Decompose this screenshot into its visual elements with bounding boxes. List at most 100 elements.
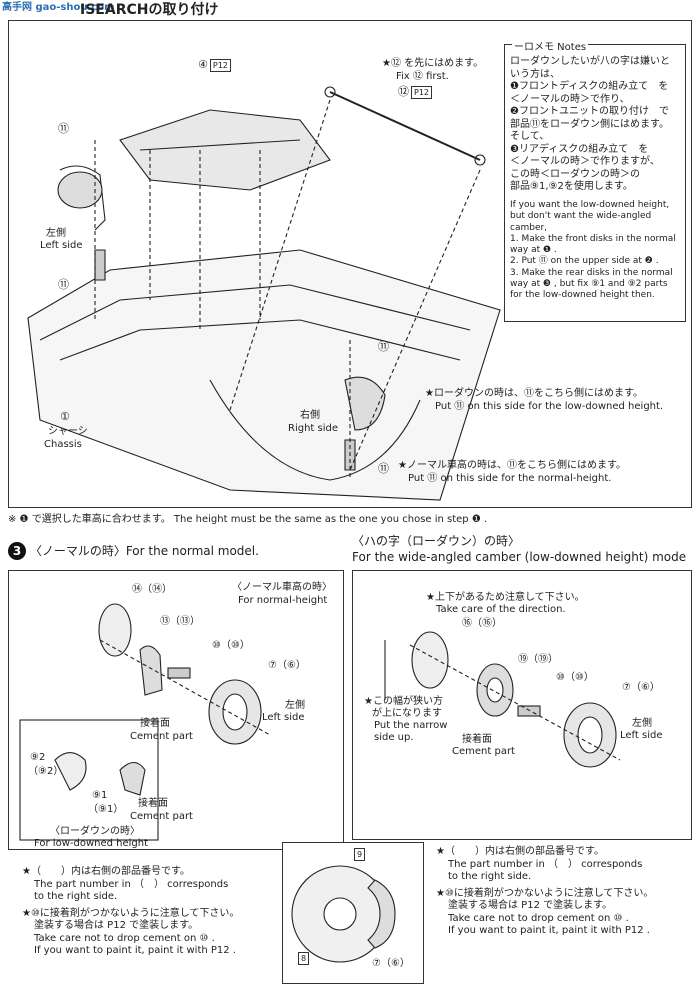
part-7w: ⑦（⑥） xyxy=(622,682,660,693)
disc-paint-9: 9 xyxy=(354,848,366,861)
normal-left-jp: 左側 xyxy=(285,700,305,711)
footer-right-line: ★（ ）内は右側の部品番号です。 xyxy=(436,846,604,857)
narrow-en1: Put the narrow xyxy=(374,720,448,731)
footer-right-line: If you want to paint it, paint it with P… xyxy=(448,925,650,936)
notes-jp: ローダウンしたいが八の字は嫌いと いう方は、 ❶フロントディスクの組み立て を … xyxy=(510,56,670,194)
notes-en: If you want the low-downed height, but d… xyxy=(510,200,676,301)
notes-en-line: 1. Make the front disks in the normal xyxy=(510,233,676,244)
wide-left-en: Left side xyxy=(620,730,663,741)
normal-cement-jp: 接着面 xyxy=(140,718,170,729)
cement2-en: Cement part xyxy=(130,811,193,822)
notes-jp-line: ❸リアディスクの組み立て を xyxy=(510,143,649,155)
part-14: ⑭（⑭） xyxy=(132,584,172,595)
paint-code: P12 xyxy=(411,86,433,99)
disc-p8: 8 xyxy=(296,952,310,966)
notes-en-line: way at ❸ , but fix ⑨1 and ⑨2 parts xyxy=(510,278,668,289)
notes-heading: ーロメモ Notes xyxy=(512,42,589,55)
fix12-en: Fix ⑫ first. xyxy=(396,71,449,82)
paint-code-4: P12 xyxy=(209,59,231,72)
footer-left-line: 塗装する場合は P12 で塗装します。 xyxy=(34,920,199,931)
right-side-jp: 右側 xyxy=(300,410,320,421)
footer-right-line: The part number in （ ） corresponds xyxy=(448,858,643,870)
wide-box xyxy=(352,570,692,840)
disc-paint-8: 8 xyxy=(298,952,310,965)
wide-title-en: For the wide-angled camber (low-downed h… xyxy=(352,550,687,564)
notes-jp-line: そして、 xyxy=(510,131,550,142)
right-side-en: Right side xyxy=(288,423,338,434)
left-side-en: Left side xyxy=(40,240,83,251)
part-7: ⑦（⑥） xyxy=(268,660,306,671)
normal-cement-en: Cement part xyxy=(130,731,193,742)
height-note: ※ ❶ で選択した車高に合わせます。 The height must be th… xyxy=(8,514,487,527)
page-title: ISEARCHの取り付け xyxy=(80,2,219,18)
notes-jp-line: 部品⑪をローダウン側にはめます。 xyxy=(510,118,669,130)
chassis-en: Chassis xyxy=(44,439,82,450)
disc-p7: ⑦（⑥） xyxy=(372,958,410,969)
notes-jp-line: ❶フロントディスクの組み立て を xyxy=(510,81,669,92)
notes-en-line: for the low-downed height then. xyxy=(510,290,655,300)
part-91: ⑨1 xyxy=(92,790,108,801)
step-number: 3 xyxy=(8,542,26,560)
normal-jp: ★ノーマル車高の時は、⑪をこちら側にはめます。 xyxy=(398,460,626,471)
footer-left: ★（ ）内は右側の部品番号です。 The part number in （ ） … xyxy=(22,866,239,958)
footer-right: ★（ ）内は右側の部品番号です。 The part number in （ ） … xyxy=(436,846,653,938)
notes-jp-line: いう方は、 xyxy=(510,68,560,80)
notes-jp-line: この時＜ローダウンの時＞の xyxy=(510,168,640,180)
footer-right-line: 塗装する場合は P12 で塗装します。 xyxy=(448,900,613,911)
part-19: ⑲（⑲） xyxy=(518,654,558,665)
dir-jp: ★上下があるため注意して下さい。 xyxy=(426,592,585,603)
part-13: ⑬（⑬） xyxy=(160,616,200,627)
narrow-jp1: ★この幅が狭い方 xyxy=(364,696,443,707)
notes-jp-line: 部品⑨1,⑨2を使用します。 xyxy=(510,181,633,192)
footer-right-line: ★⑩に接着剤がつかないように注意して下さい。 xyxy=(436,887,654,899)
disc-p9: 9 xyxy=(352,848,366,862)
part-10w: ⑩（⑩） xyxy=(556,672,594,683)
notes-jp-line: ローダウンしたいが八の字は嫌いと xyxy=(510,56,670,67)
low-en: For low-downed height xyxy=(34,838,149,849)
wide-left-jp: 左側 xyxy=(632,718,652,729)
normal-box xyxy=(8,570,344,850)
lowdown-en: Put ⑪ on this side for the low-downed he… xyxy=(435,401,664,412)
narrow-en2: side up. xyxy=(374,732,414,743)
notes-en-line: way at ❶ . xyxy=(510,245,557,255)
chassis-jp: シャーシ xyxy=(48,426,88,437)
low-jp: 〈ローダウンの時〉 xyxy=(50,826,140,837)
footer-right-line: to the right side. xyxy=(448,871,532,882)
footer-left-line: The part number in （ ） corresponds xyxy=(34,878,229,890)
notes-en-line: If you want the low-downed height, xyxy=(510,200,670,210)
part-92: ⑨2 xyxy=(30,752,46,763)
normal-title: 〈ノーマルの時〉For the normal model. xyxy=(29,544,259,558)
part-12: ⑫ xyxy=(398,85,409,98)
notes-jp-line: ＜ノーマルの時＞で作り、 xyxy=(510,93,630,105)
fix12-jp: ★⑫ を先にはめます。 xyxy=(382,58,484,69)
part-11d: ⑪ xyxy=(378,462,389,475)
normal-left-en: Left side xyxy=(262,712,305,723)
wide-cement-jp: 接着面 xyxy=(462,734,492,745)
notes-box xyxy=(504,44,686,322)
footer-left-line: to the right side. xyxy=(34,891,118,902)
height-note-en: The height must be the same as the one y… xyxy=(173,514,488,525)
footer-left-line: ★⑩に接着剤がつかないように注意して下さい。 xyxy=(22,907,240,919)
footer-left-line: Take care not to drop cement on ⑩ . xyxy=(34,932,215,944)
step3-header: 3 〈ノーマルの時〉For the normal model. xyxy=(8,542,259,560)
normal-height-jp: 〈ノーマル車高の時〉 xyxy=(232,582,332,593)
notes-en-line: 3. Make the rear disks in the normal xyxy=(510,267,673,278)
part-4: ④ xyxy=(198,58,208,71)
normal-en: Put ⑪ on this side for the normal-height… xyxy=(408,473,612,484)
chassis-num: ① xyxy=(60,410,70,423)
footer-left-line: If you want to paint it, paint it with P… xyxy=(34,945,236,956)
height-note-jp: ※ ❶ で選択した車高に合わせます。 xyxy=(8,514,171,525)
footer-left-line: ★（ ）内は右側の部品番号です。 xyxy=(22,866,190,877)
notes-jp-line: ＜ノーマルの時＞で作りますが、 xyxy=(510,156,660,167)
notes-en-line: camber, xyxy=(510,222,548,233)
notes-jp-line: ❷フロントユニットの取り付け で xyxy=(510,106,669,117)
part-16: ⑯（⑯） xyxy=(462,618,502,629)
wide-title-jp: 〈ハの字（ローダウン）の時〉 xyxy=(352,534,521,548)
dir-en: Take care of the direction. xyxy=(436,604,566,615)
